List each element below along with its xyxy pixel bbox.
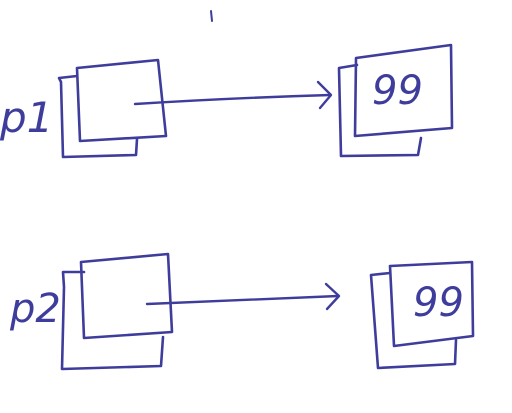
pointer-label-p1: p1 [0,93,53,142]
pointer-box-p2-front [79,252,174,340]
pointer-arrowhead-p1 [316,80,333,110]
value-text-p2: 99 [413,280,464,326]
pointer-arrow-p1 [133,93,332,106]
value-box-p2: 99 [369,260,475,370]
value-text-p1: 99 [372,68,423,114]
pointer-label-p2: p2 [9,286,61,332]
pointer-arrow-p2 [145,294,340,306]
pointer-row-p1: p1 99 [0,43,454,159]
pointer-box-p1-front [75,58,168,143]
pointer-box-p2 [60,252,174,371]
value-box-p2-front [388,260,475,348]
value-box-p1: 99 [337,43,454,158]
pointer-arrowhead-p2 [324,282,341,311]
value-box-p1-front [353,43,454,138]
pointer-row-p2: p2 99 [9,252,475,371]
value-box-p1-shadow [337,63,423,158]
pointer-box-p2-shadow [60,270,165,371]
value-box-p2-shadow [369,271,458,370]
pointer-box-p1 [57,58,168,159]
pointer-box-p1-shadow [57,74,139,159]
stray-pen-mark [210,10,213,22]
